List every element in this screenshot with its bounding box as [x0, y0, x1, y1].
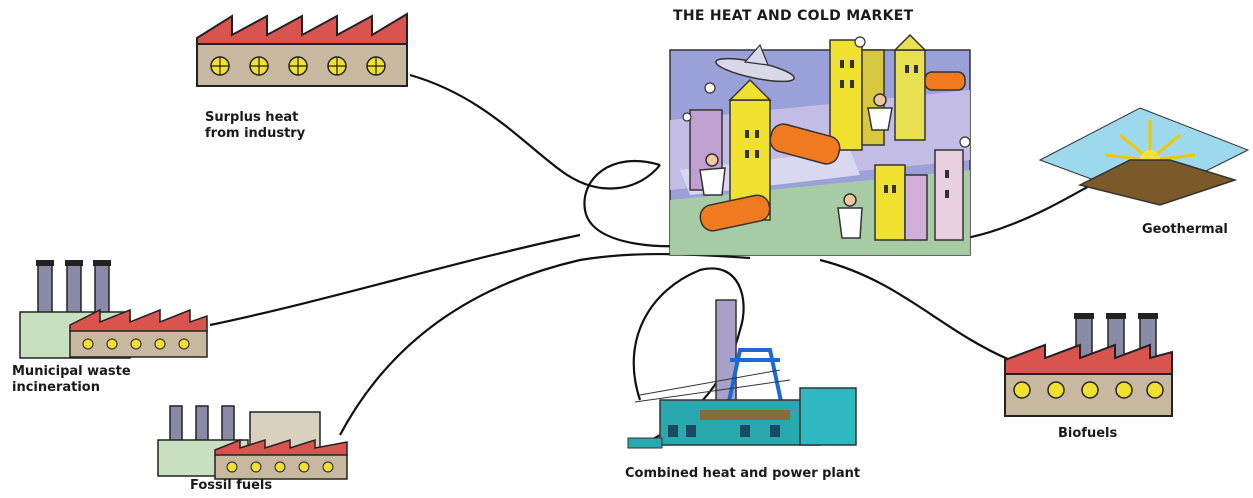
fossil-fuels-label: Fossil fuels [190, 478, 273, 493]
geothermal-label: Geothermal [1142, 222, 1228, 237]
line-biofuels [819, 258, 1011, 362]
surplus-heat-label: Surplus heat from industry [205, 110, 305, 142]
municipal-waste-label-line1: Municipal waste [12, 364, 131, 379]
municipal-waste-label: Municipal waste incineration [12, 364, 131, 396]
chp-plant-label: Combined heat and power plant [625, 466, 861, 481]
line-municipal [209, 233, 581, 327]
connection-lines [209, 73, 1111, 447]
city-market-illustration [669, 33, 971, 256]
line-chp [632, 267, 745, 447]
people-icons [699, 93, 893, 239]
geothermal-volcano-icon [1038, 107, 1250, 206]
municipal-waste-label-line2: incineration [12, 380, 100, 395]
surplus-heat-label-line1: Surplus heat [205, 110, 299, 125]
car-icon [699, 71, 966, 232]
biofuels-factory-icon [1004, 313, 1173, 417]
surplus-heat-factory-icon [196, 12, 408, 87]
diagram-title: THE HEAT AND COLD MARKET [673, 8, 914, 24]
chp-plant-icon [627, 299, 857, 449]
line-surplus-heat [409, 73, 661, 190]
satellite-dish-icons [682, 36, 971, 148]
airplane-icon [715, 43, 795, 83]
biofuels-label: Biofuels [1058, 426, 1118, 441]
surplus-heat-label-line2: from industry [205, 126, 306, 141]
fossil-fuel-plant-icon [157, 405, 348, 480]
municipal-waste-plant-icon [19, 260, 208, 359]
